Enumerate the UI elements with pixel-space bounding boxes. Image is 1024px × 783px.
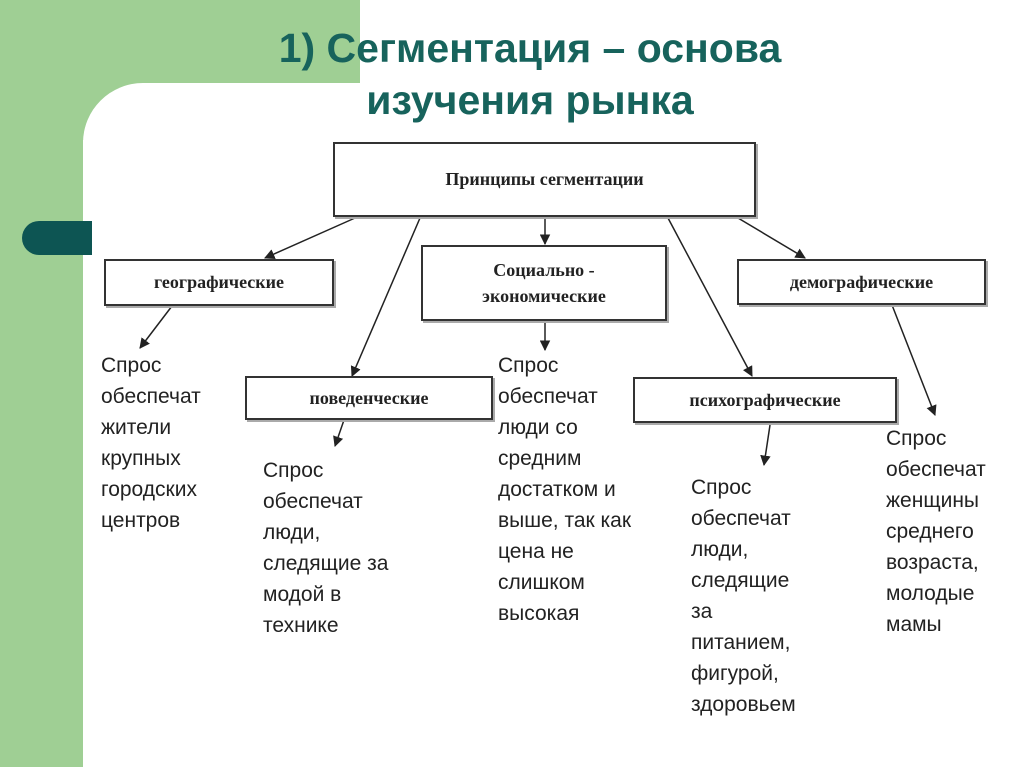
arrow-demographic-desc	[891, 304, 937, 416]
behavioral-box: поведенческие	[245, 376, 493, 420]
arrow-behavioral-desc	[333, 419, 345, 447]
arrow-psychographic-desc	[760, 424, 771, 467]
socioeconomic-box: Социально - экономические	[421, 245, 667, 321]
arrow-geographic-desc	[139, 305, 173, 349]
demographic-description: Спрос обеспечат женщины среднего возраст…	[886, 427, 986, 636]
behavioral-description: Спрос обеспечат люди, следящие за модой …	[263, 459, 389, 637]
socioeconomic-description: Спрос обеспечат люди со средним достатко…	[498, 354, 632, 625]
green-background-left	[0, 0, 83, 767]
geographic-box: географические	[104, 259, 334, 306]
psychographic-box: психографические	[633, 377, 897, 423]
demographic-box: демографические	[737, 259, 986, 305]
connector-lines	[139, 217, 937, 467]
root-box: Принципы сегментации	[333, 142, 756, 217]
arrow-root-to-geographic	[264, 217, 356, 259]
geographic-description: Спрос обеспечат жители крупных городских…	[101, 354, 201, 532]
arrow-root-to-demographic	[737, 217, 806, 259]
psychographic-description: Спрос обеспечат люди, следящие за питани…	[691, 476, 796, 716]
side-tab	[22, 221, 92, 255]
slide-title: 1) Сегментация – основа изучения рынка	[278, 25, 782, 123]
arrow-root-to-psychographic	[667, 217, 753, 377]
arrow-root-to-behavioral	[350, 217, 421, 377]
